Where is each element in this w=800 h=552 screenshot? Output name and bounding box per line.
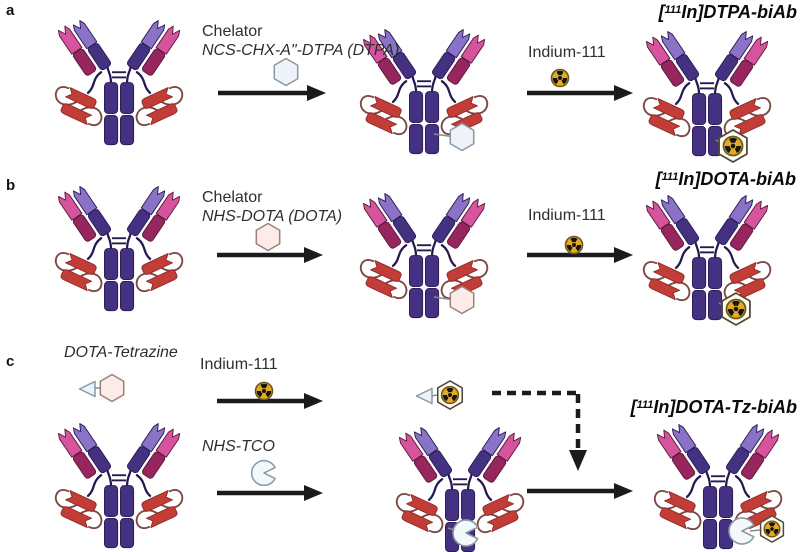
radiolabeled-chelate-icon-b xyxy=(718,293,750,325)
radioactivity-icon-a xyxy=(550,68,570,88)
in111-dota-tetrazine-icon xyxy=(415,381,463,409)
indium-label-c: Indium-111 xyxy=(200,356,278,373)
dashed-arrow-click-reaction xyxy=(492,390,587,471)
panel-label-a: a xyxy=(6,2,15,19)
dtpa-hexagon-icon xyxy=(273,57,299,87)
antibody-icon-a-start xyxy=(56,16,183,144)
arrow-a-step1 xyxy=(218,85,326,101)
dota-hexagon-icon xyxy=(255,222,281,252)
chelator-name-b: NHS-DOTA (DOTA) xyxy=(202,208,343,225)
tco-pendant-icon-c xyxy=(447,519,479,547)
product-title-a: [111In]DTPA-biAb xyxy=(658,2,797,22)
arrow-a-step2 xyxy=(527,85,633,101)
arrow-c-step2 xyxy=(217,485,323,501)
arrow-b-step1 xyxy=(217,247,323,263)
dota-tetrazine-icon xyxy=(78,373,125,403)
chelator-label-a: Chelator xyxy=(202,23,263,40)
tco-pacman-icon xyxy=(250,459,276,487)
antibody-icon-b-start xyxy=(56,182,183,310)
nhs-tco-label: NHS-TCO xyxy=(202,438,275,455)
arrow-c-step1 xyxy=(217,393,323,409)
dota-tetrazine-label: DOTA-Tetrazine xyxy=(64,344,178,361)
antibody-icon-b-product xyxy=(644,191,771,319)
radiolabeled-tco-chelate-icon-c xyxy=(728,516,783,545)
dota-pendant-icon-b xyxy=(433,285,475,315)
radiolabeled-chelate-icon-a xyxy=(715,130,747,162)
indium-label-b: Indium-111 xyxy=(528,207,606,224)
arrow-c-step3 xyxy=(527,483,633,499)
indium-label-a: Indium-111 xyxy=(528,44,606,61)
panel-label-c: c xyxy=(6,353,15,370)
chelator-name-a: NCS-CHX-A"-DTPA (DTPA) xyxy=(202,42,400,59)
dtpa-pendant-icon-a xyxy=(433,122,475,152)
radioactivity-icon-c xyxy=(254,381,274,401)
arrow-b-step2 xyxy=(527,247,633,263)
panel-label-b: b xyxy=(6,177,16,194)
radioactivity-icon-b xyxy=(564,235,584,255)
antibody-icon-c-start xyxy=(56,419,183,547)
product-title-b: [111In]DOTA-biAb xyxy=(655,169,796,189)
product-title-c: [111In]DOTA-Tz-biAb xyxy=(630,397,797,417)
chelator-label-b: Chelator xyxy=(202,189,263,206)
antibody-icon-a-product xyxy=(644,27,771,155)
